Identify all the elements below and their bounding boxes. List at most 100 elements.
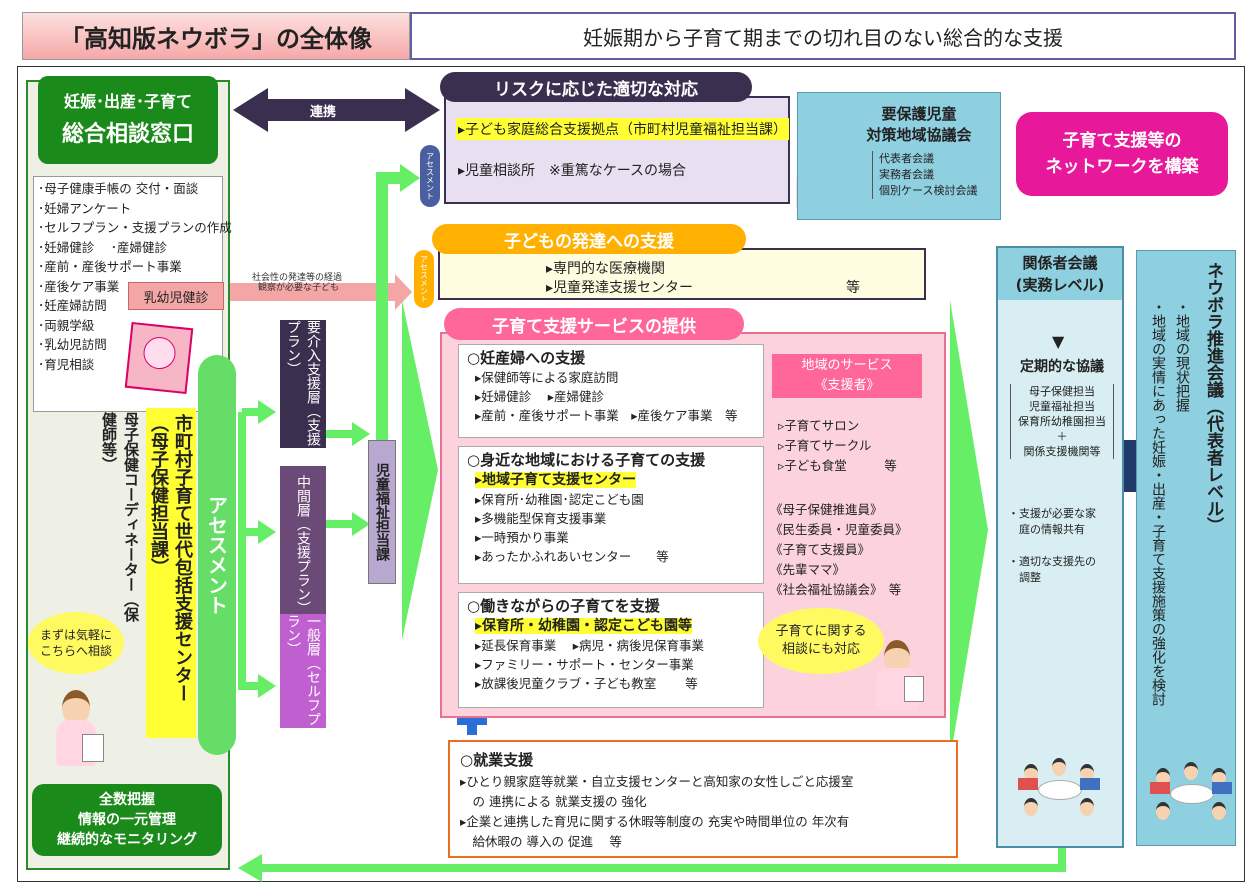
member-item: 関係支援機関等 — [1023, 445, 1101, 458]
point-item: 庭の情報共有 — [1008, 523, 1085, 536]
referral-note: 社会性の発達等の経過 観察が必要な子ども — [252, 273, 342, 293]
list-item: 《子育て支援員》 — [770, 542, 871, 557]
regular-meeting-label: 定期的な協議 — [1020, 359, 1104, 375]
list-item: ･両親学級 — [38, 317, 95, 333]
local-label-line2: 《支援者》 — [814, 378, 880, 393]
list-item: ･妊婦健診 ･産婦健診 — [38, 239, 167, 255]
arrow-to-general — [242, 674, 276, 698]
header-subtitle-box: 妊娠期から子育て期までの切れ目のない総合的な支援 — [410, 12, 1236, 60]
community-highlight: ▸地域子育て支援センター — [467, 470, 755, 490]
assessment-main-label: アセスメント — [204, 495, 229, 615]
layer-high: 要介入支援層（支援プラン） — [280, 320, 326, 448]
assessment-pill: アセスメント — [198, 355, 236, 755]
list-item: ･母子健康手帳の 交付・面談 — [38, 181, 199, 196]
member-item: 児童福祉担当 — [1029, 400, 1095, 413]
list-item: ･乳幼児訪問 — [38, 337, 107, 352]
risk-item-1: ▸子ども家庭総合支援拠点（市町村児童福祉担当課） — [456, 118, 790, 140]
infant-checkup-badge: 乳幼児健診 — [128, 282, 224, 310]
development-title: 子どもの発達への支援 — [432, 224, 746, 254]
list-item: ▸妊婦健診 ▸産婦健診 — [475, 389, 605, 404]
point-item: ・支援が必要な家 — [1008, 507, 1096, 520]
arrow-mid-jido — [326, 512, 370, 536]
employment-line: の 連携による 就業支援の 強化 — [460, 794, 647, 809]
referral-note-line1: 社会性の発達等の経過 — [252, 273, 343, 283]
neuvola-promotion-council — [1136, 250, 1236, 846]
development-title-text: 子どもの発達への支援 — [504, 231, 674, 252]
council-meeting-item: 代表者会議 — [879, 152, 934, 165]
development-etc: 等 — [846, 280, 860, 296]
council-meeting-item: 実務者会議 — [879, 168, 934, 181]
list-item: ▹子育てサロン — [778, 418, 860, 433]
arrow-high-jido — [326, 422, 370, 446]
stakeholder-meeting — [996, 246, 1124, 848]
working-heading: ○働きながらの子育てを支援 — [467, 597, 660, 615]
monitoring-line1: 全数把握 — [99, 792, 155, 808]
list-item: ▸多機能型保育支援事業 — [475, 511, 607, 526]
local-label-line1: 地域のサービス — [801, 358, 893, 373]
feedback-arrow — [238, 848, 1066, 882]
arrow-to-stakeholder — [950, 300, 988, 760]
speech-text: まずは気軽に こちらへ相談 — [39, 628, 112, 658]
working-highlight-text: ▸保育所・幼稚園・認定こども園等 — [475, 618, 693, 634]
network-line1: 子育て支援等の — [1062, 131, 1182, 151]
employment-heading: ○就業支援 — [460, 751, 534, 769]
supporters-list: 《母子保健推進員》 《民生委員・児童委員》 《子育て支援員》 《先輩ママ》 《社… — [770, 500, 908, 600]
monitoring-line3: 継続的なモニタリング — [57, 832, 197, 848]
layer-mid: 中間層（支援プラン） — [280, 466, 326, 624]
list-item: ▸保健師等による家庭訪問 — [475, 370, 619, 385]
consult-title-line2: 総合相談窓口 — [61, 122, 194, 147]
member-item: ＋ — [1056, 430, 1068, 443]
down-arrow-icon: ▼ — [1052, 332, 1065, 351]
referral-arrow — [222, 274, 412, 310]
arrow-to-mid — [242, 520, 276, 544]
assessment-up-connector — [376, 164, 420, 440]
monitoring-line2: 情報の一元管理 — [78, 812, 176, 828]
point-item: ・適切な支援先の — [1008, 555, 1096, 568]
list-item: ▸産前・産後サポート事業 ▸産後ケア事業 等 — [475, 408, 738, 423]
handbook-icon — [124, 321, 194, 395]
child-protection-council: 要保護児童 対策地域協議会 代表者会議 実務者会議 個別ケース検討会議 — [797, 92, 1001, 220]
meeting-illustration-2 — [1150, 760, 1232, 822]
consult-window-title: 妊娠･出産･子育て 総合相談窓口 — [38, 76, 218, 164]
consult-bubble: 子育てに関する 相談にも対応 — [758, 608, 884, 674]
assessment-tag-2: アセスメント — [414, 250, 434, 308]
development-item-2: ▸児童発達支援センター — [546, 280, 694, 296]
support-center-label: 市町村子育て世代包括支援センター（母子保健担当課） — [146, 408, 196, 738]
local-services-list: ▹子育てサロン ▹子育てサークル ▹子ども食堂 等 — [778, 416, 897, 476]
development-item-1: ▸専門的な医療機関 — [546, 261, 666, 277]
council-meetings: 代表者会議 実務者会議 個別ケース検討会議 — [872, 151, 1000, 199]
staff-illustration-services — [870, 640, 926, 712]
list-item: ･育児相談 — [38, 356, 95, 372]
layer-general-label: 一般層（セルフプラン） — [285, 614, 321, 726]
layer-general: 一般層（セルフプラン） — [280, 614, 326, 728]
risk-item-2: ▸児童相談所 ※重篤なケースの場合 — [458, 163, 687, 179]
list-item: ▸ファミリー・サポート・センター事業 — [475, 657, 694, 672]
council-title-line1: 要保護児童 — [881, 105, 957, 123]
stakeholder-title-line2: (実務レベル) — [1015, 276, 1105, 294]
employment-line: 給休暇の 導入の 促進 等 — [460, 834, 622, 849]
stakeholder-title-line1: 関係者会議 — [1022, 254, 1098, 272]
page-subtitle: 妊娠期から子育て期までの切れ目のない総合的な支援 — [583, 25, 1063, 50]
promotion-item-2: ・地域の実情にあった妊娠・出産・子育て支援施策の強化を検討 — [1150, 300, 1166, 706]
risk-title-text: リスクに応じた適切な対応 — [494, 79, 698, 100]
arrow-to-services — [402, 300, 438, 640]
point-item — [1008, 538, 1096, 554]
employment-line: ▸企業と連携した育児に関する休暇等制度の 充実や時間単位の 年次有 — [460, 814, 850, 829]
arrow-to-high — [242, 400, 276, 424]
bubble-line2: 相談にも対応 — [781, 642, 860, 657]
list-item: ▹子育てサークル — [778, 438, 872, 453]
layer-mid-label: 中間層（支援プラン） — [295, 475, 311, 615]
header-title-box: 「高知版ネウボラ」の全体像 — [22, 12, 410, 60]
consult-title-line1: 妊娠･出産･子育て — [63, 92, 192, 111]
outer-frame — [17, 66, 1245, 882]
list-item: ･セルフプラン・支援プランの作成 — [38, 220, 232, 235]
page-title: 「高知版ネウボラ」の全体像 — [60, 24, 372, 53]
council-title-line2: 対策地域協議会 — [866, 126, 972, 144]
nurse-illustration-left — [48, 690, 104, 770]
list-item: ▸放課後児童クラブ・子ども教室 等 — [475, 676, 698, 691]
renkei-arrow — [233, 88, 440, 132]
assessment-tag-1-label: アセスメント — [425, 152, 435, 200]
stakeholder-members: 母子保健担当 児童福祉担当 保育所幼稚園担当 ＋ 関係支援機関等 — [1010, 384, 1114, 459]
community-highlight-text: ▸地域子育て支援センター — [475, 472, 637, 488]
